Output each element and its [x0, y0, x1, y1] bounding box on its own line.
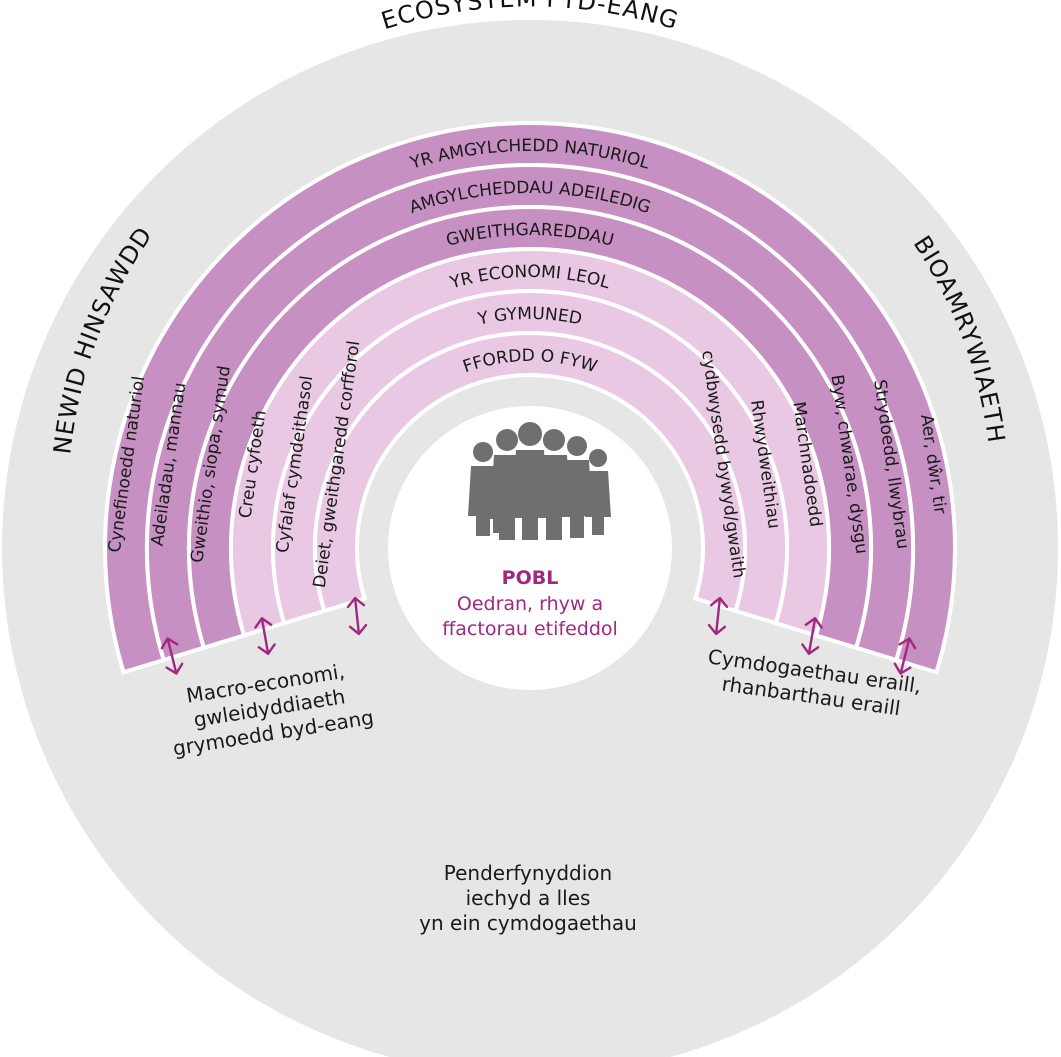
double-headed-arrow-icon [707, 596, 729, 636]
double-headed-arrow-icon [254, 617, 276, 655]
double-headed-arrow-icon [893, 637, 917, 675]
band-lifestyle [313, 331, 747, 614]
center-title: POBL [502, 567, 559, 589]
arrows-group [160, 596, 917, 675]
band-rings [103, 121, 957, 675]
bottom-note-line: iechyd a lles [466, 886, 591, 910]
bottom-note: Penderfynyddion iechyd a lles yn ein cym… [419, 861, 637, 935]
group-of-people-icon [468, 422, 611, 540]
bottom-note-line: yn ein cymdogaethau [419, 911, 637, 935]
center-circle [388, 406, 672, 690]
double-headed-arrow-icon [160, 637, 184, 675]
center-subtitle-line-1: Oedran, rhyw a [457, 593, 603, 615]
bottom-note-line: Penderfynyddion [444, 861, 612, 885]
double-headed-arrow-icon [801, 617, 823, 655]
center-subtitle-line-2: ffactorau etifeddol [442, 618, 618, 640]
double-headed-arrow-icon [346, 596, 368, 636]
